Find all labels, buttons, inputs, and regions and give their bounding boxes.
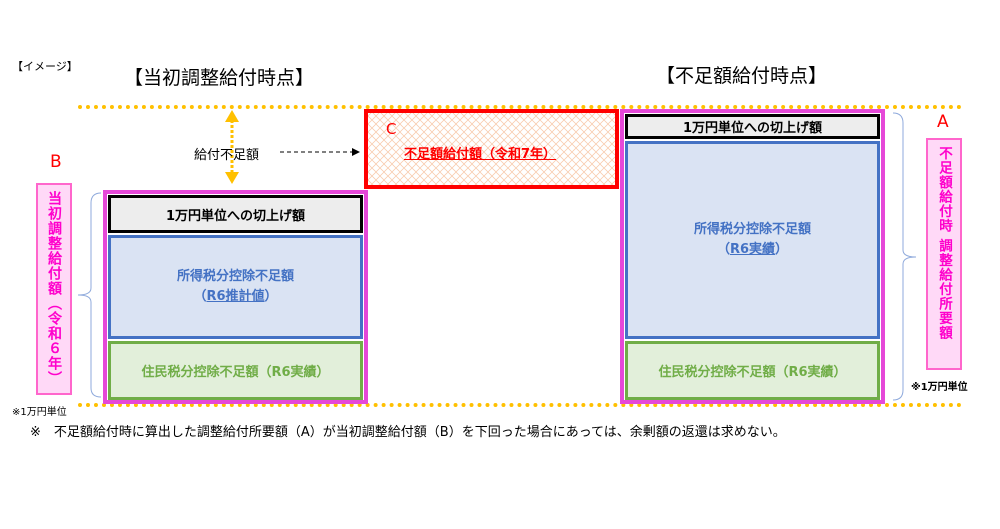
letter-c: C: [386, 120, 397, 138]
footnote: ※ 不足額給付時に算出した調整給付所要額（A）が当初調整給付額（B）を下回った場…: [30, 425, 786, 440]
left-income-tax: 所得税分控除不足額 （R6推計値）: [108, 235, 363, 339]
right-roundup: 1万円単位への切上げ額: [625, 114, 880, 139]
top-dotted-line: [78, 105, 962, 109]
right-income-tax: 所得税分控除不足額 （R6実績）: [625, 141, 880, 339]
left-income-tax-basis: R6推計値: [206, 289, 265, 304]
right-title: 【不足額給付時点】: [656, 65, 828, 87]
left-side-label: 当初調整給付額（令和６年）: [36, 183, 72, 395]
left-brace-icon: [77, 192, 102, 398]
paren-open: （: [193, 289, 207, 304]
left-roundup: 1万円単位への切上げ額: [108, 195, 363, 233]
left-title: 【当初調整給付時点】: [124, 67, 315, 89]
left-income-tax-label: 所得税分控除不足額: [176, 269, 294, 284]
left-unit-note: ※1万円単位: [12, 407, 67, 418]
right-income-tax-label: 所得税分控除不足額: [693, 222, 811, 237]
dashed-arrow-icon: [280, 148, 360, 156]
right-brace-icon: [892, 112, 917, 401]
image-label: 【イメージ】: [12, 60, 78, 73]
bottom-dotted-line: [78, 403, 962, 407]
letter-b: B: [50, 152, 62, 172]
paren-close: ）: [264, 289, 278, 304]
paren-close: ）: [775, 242, 789, 257]
right-income-tax-basis: R6実績: [729, 242, 776, 257]
double-arrow-icon: [225, 110, 239, 184]
left-stack: 1万円単位への切上げ額 所得税分控除不足額 （R6推計値） 住民税分控除不足額（…: [103, 190, 368, 404]
right-stack: 1万円単位への切上げ額 所得税分控除不足額 （R6実績） 住民税分控除不足額（R…: [620, 109, 885, 404]
paren-open: （: [716, 242, 730, 257]
left-resident-tax: 住民税分控除不足額（R6実績）: [108, 341, 363, 400]
gap-label: 給付不足額: [194, 148, 260, 163]
right-side-label: 不足額給付時 調整給付所要額: [926, 138, 962, 370]
shortfall-label: 不足額給付額（令和7年）: [404, 147, 557, 162]
right-unit-note: ※1万円単位: [911, 382, 968, 393]
shortfall-box: [364, 109, 619, 189]
letter-a: A: [937, 112, 949, 132]
right-resident-tax: 住民税分控除不足額（R6実績）: [625, 341, 880, 400]
